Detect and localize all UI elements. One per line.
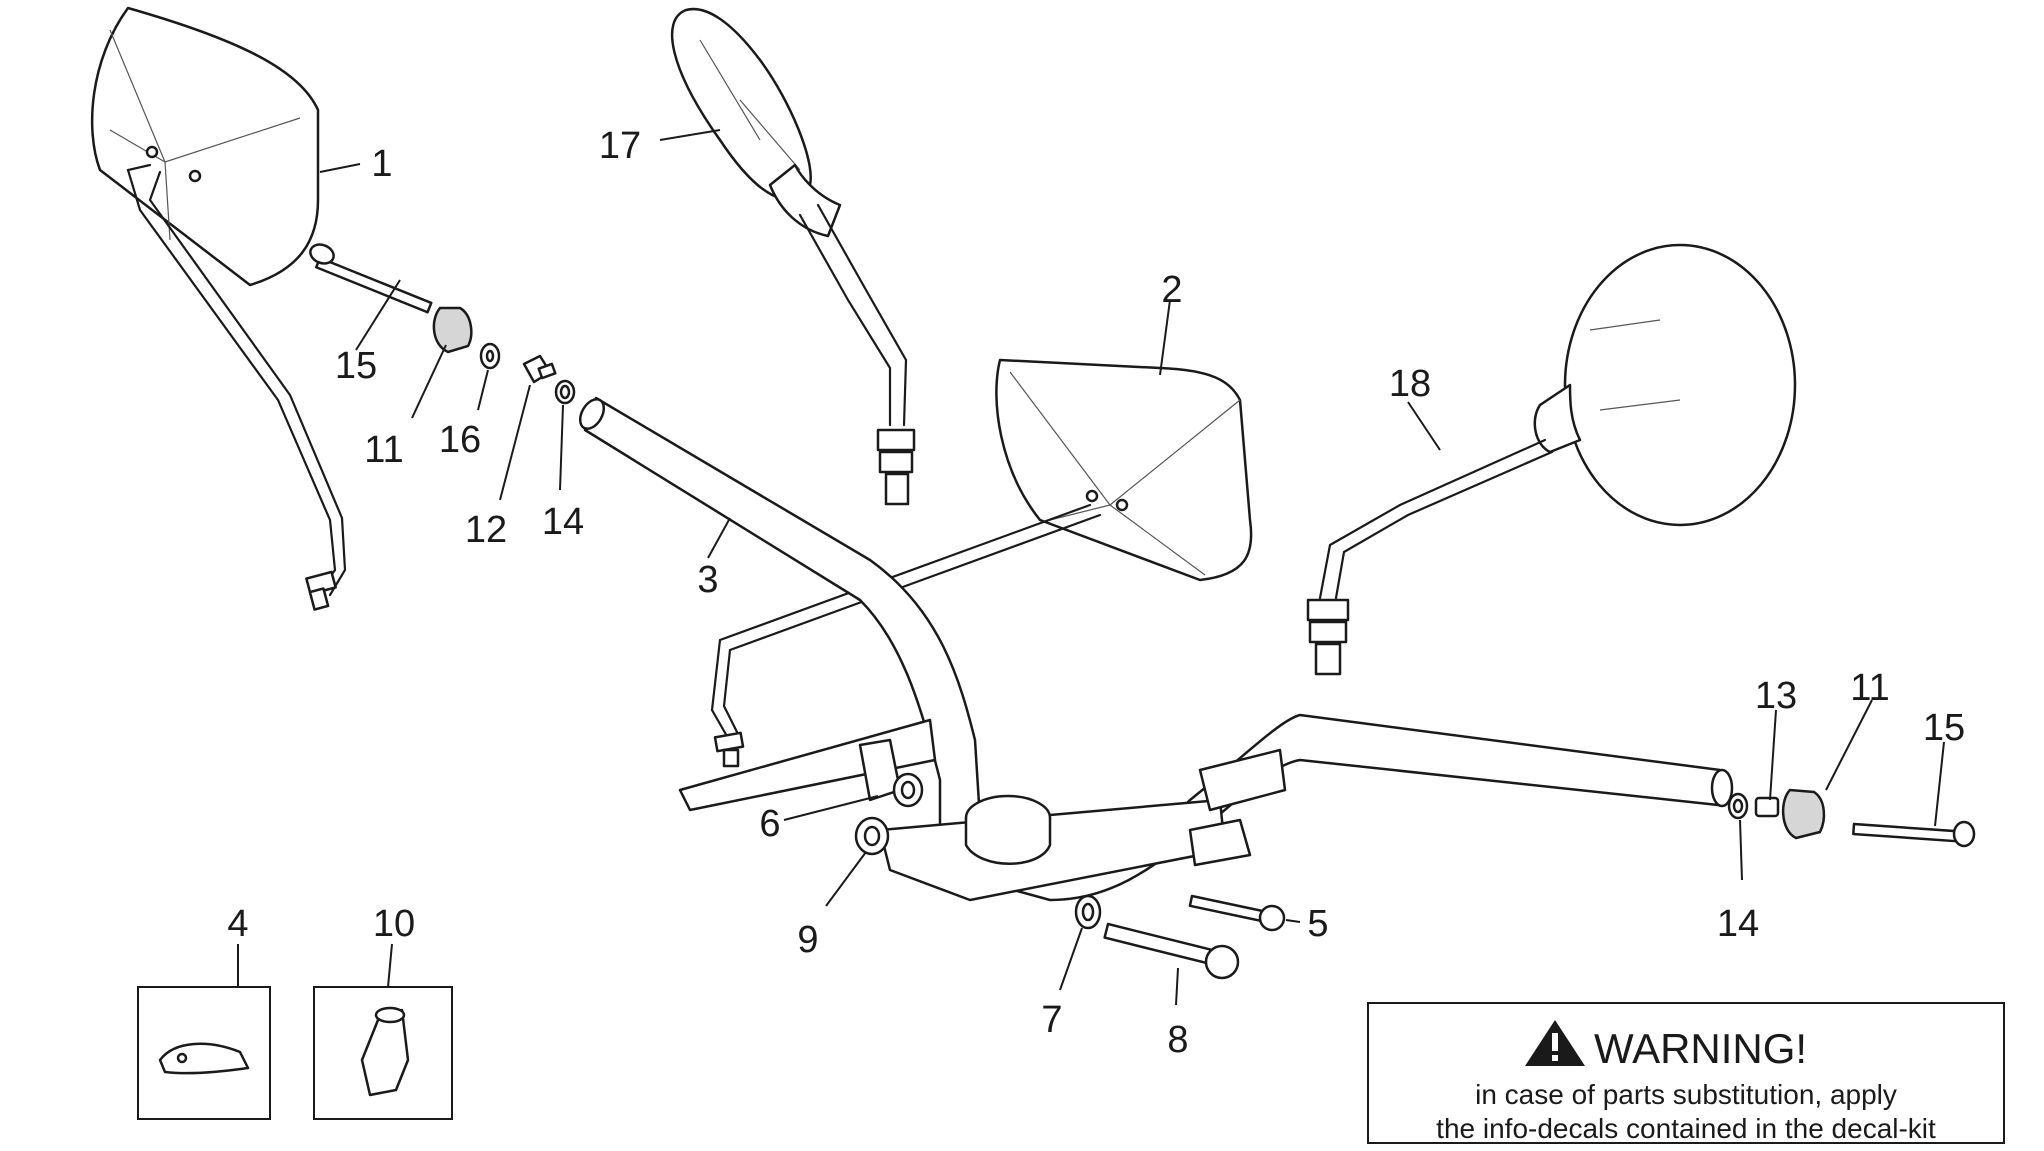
callout-2: 2 bbox=[1161, 269, 1182, 311]
warning-triangle-icon bbox=[1525, 1020, 1585, 1066]
callout-8: 8 bbox=[1167, 1019, 1188, 1061]
part-15-left-screw bbox=[309, 243, 433, 314]
part-12-left-insert bbox=[522, 354, 557, 384]
warning-line-1: in case of parts substitution, apply bbox=[1475, 1079, 1897, 1110]
callout-18: 18 bbox=[1389, 363, 1431, 405]
callout-16: 16 bbox=[439, 419, 481, 461]
callout-6: 6 bbox=[759, 803, 780, 845]
part-6-spacer bbox=[892, 772, 924, 808]
callout-1: 1 bbox=[371, 143, 392, 185]
callout-14-left: 14 bbox=[542, 501, 584, 543]
warning-line-2: the info-decals contained in the decal-k… bbox=[1436, 1113, 1936, 1144]
part-11-left-bar-end bbox=[432, 306, 473, 354]
part-3-handlebar bbox=[578, 396, 1734, 902]
callout-17: 17 bbox=[599, 125, 641, 167]
part-2-center-mirror bbox=[710, 358, 1253, 768]
part-17-left-round-mirror bbox=[670, 7, 916, 506]
callout-9: 9 bbox=[797, 919, 818, 961]
callout-4: 4 bbox=[227, 903, 248, 945]
callout-15-left: 15 bbox=[335, 345, 377, 387]
part-8-bolt bbox=[1103, 922, 1240, 980]
part-4-box bbox=[137, 986, 271, 1120]
part-14-right-nut bbox=[1727, 792, 1749, 820]
part-9-rubber-bush bbox=[854, 816, 890, 856]
warning-title: WARNING! bbox=[1594, 1025, 1807, 1072]
part-15-right-screw bbox=[1852, 820, 1976, 848]
callout-12: 12 bbox=[465, 509, 507, 551]
callout-11-left: 11 bbox=[364, 429, 403, 471]
callout-5: 5 bbox=[1307, 903, 1328, 945]
leader-lines bbox=[237, 129, 1945, 1006]
callout-15-right: 15 bbox=[1923, 707, 1965, 749]
callout-14-right: 14 bbox=[1717, 903, 1759, 945]
part-7-washer bbox=[1074, 894, 1102, 930]
callout-3: 3 bbox=[697, 559, 718, 601]
part-11-right-bar-end bbox=[1782, 788, 1826, 840]
callout-7: 7 bbox=[1041, 999, 1062, 1041]
callout-labels: 1 2 3 4 5 6 7 8 9 10 11 11 12 13 14 14 1… bbox=[227, 125, 1965, 1061]
warning-panel: WARNING! in case of parts substitution, … bbox=[1367, 1002, 2005, 1144]
part-18-right-round-mirror bbox=[1306, 243, 1797, 676]
part-10-box bbox=[313, 986, 453, 1120]
part-14-left-nut bbox=[554, 379, 576, 405]
callout-11-right: 11 bbox=[1850, 667, 1889, 709]
part-5-screw bbox=[1188, 894, 1286, 932]
part-1-left-mirror bbox=[90, 6, 347, 611]
part-16-left-washer bbox=[479, 342, 501, 370]
callout-13: 13 bbox=[1755, 675, 1797, 717]
callout-10: 10 bbox=[373, 903, 415, 945]
part-13-right-insert bbox=[1754, 796, 1780, 818]
